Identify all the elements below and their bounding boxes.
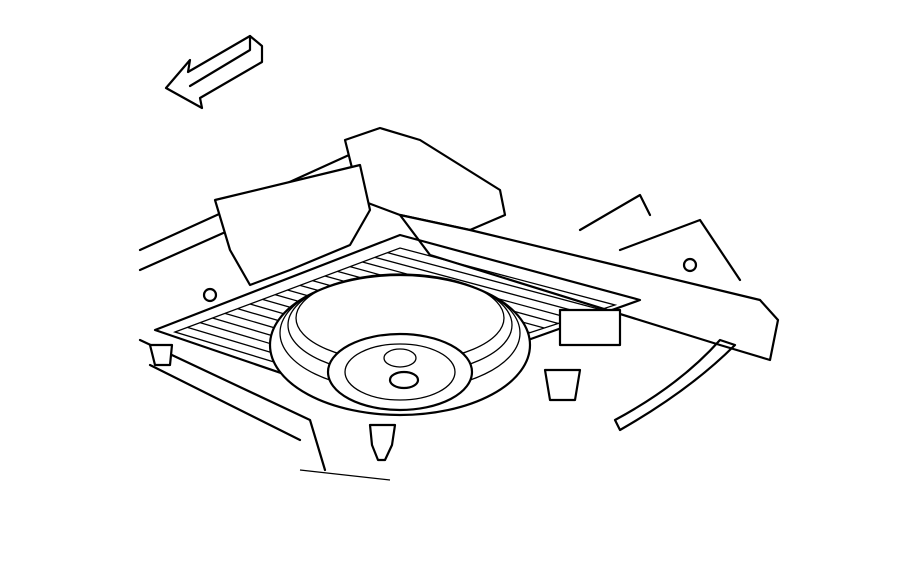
carrier-slat (374, 256, 587, 315)
spare-tire (268, 273, 532, 417)
direction-arrow-icon (164, 34, 264, 110)
rear-bumper (213, 126, 780, 432)
fasteners (148, 257, 698, 462)
carrier-slat (387, 252, 602, 311)
